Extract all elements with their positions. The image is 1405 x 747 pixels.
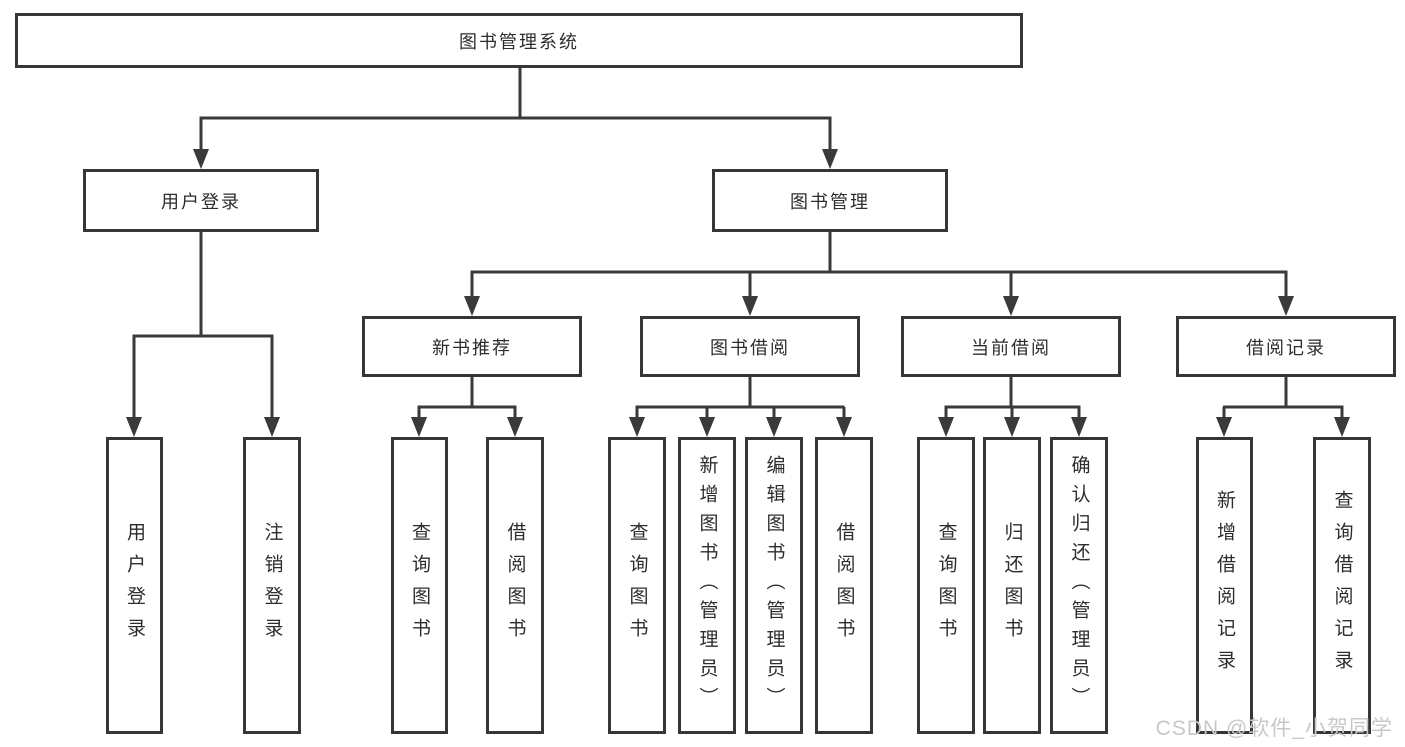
leaf-user-login: 用户登录 — [106, 437, 163, 734]
node-book-borrowing: 图书借阅 — [640, 316, 860, 377]
leaf-confirm-return-admin: 确认归还（管理员） — [1050, 437, 1108, 734]
node-new-book-recommend: 新书推荐 — [362, 316, 582, 377]
node-library-system: 图书管理系统 — [15, 13, 1023, 68]
leaf-query-books-recommend: 查询图书 — [391, 437, 448, 734]
connector-current-borrowing-to-leaves — [938, 377, 1087, 437]
node-book-management: 图书管理 — [712, 169, 948, 232]
csdn-watermark: CSDN @软件_小贺同学 — [1155, 717, 1393, 740]
connector-root-to-level2 — [193, 68, 838, 169]
leaf-edit-books-admin: 编辑图书（管理员） — [745, 437, 803, 734]
node-borrowing-records: 借阅记录 — [1176, 316, 1396, 377]
leaf-query-books-borrowing: 查询图书 — [608, 437, 666, 734]
leaf-query-borrow-record: 查询借阅记录 — [1313, 437, 1371, 734]
leaf-query-books-current: 查询图书 — [917, 437, 975, 734]
leaf-logout: 注销登录 — [243, 437, 301, 734]
connector-user-login-to-leaves — [126, 232, 280, 437]
connector-book-management-to-level3 — [464, 232, 1294, 316]
leaf-borrow-books-recommend: 借阅图书 — [486, 437, 544, 734]
connector-book-borrowing-to-leaves — [629, 377, 852, 437]
leaf-add-books-admin: 新增图书（管理员） — [678, 437, 736, 734]
connector-borrowing-records-to-leaves — [1216, 377, 1350, 437]
connector-new-book-recommend-to-leaves — [411, 377, 523, 437]
leaf-borrow-books: 借阅图书 — [815, 437, 873, 734]
leaf-return-books: 归还图书 — [983, 437, 1041, 734]
leaf-add-borrow-record: 新增借阅记录 — [1196, 437, 1253, 734]
node-user-login: 用户登录 — [83, 169, 319, 232]
node-current-borrowing: 当前借阅 — [901, 316, 1121, 377]
